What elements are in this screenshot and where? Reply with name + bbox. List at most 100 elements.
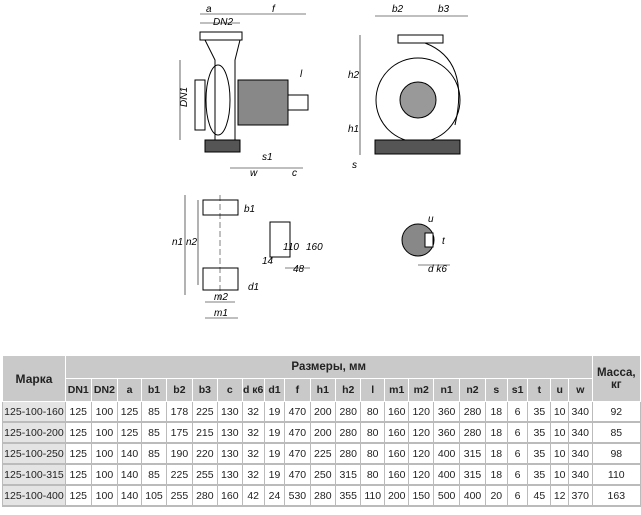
value-cell: 220 [191,442,219,465]
value-cell: 125 [64,484,92,507]
value-cell: 470 [284,421,311,444]
mass-cell: 163 [591,484,641,507]
value-cell: 255 [166,484,193,507]
label-48: 48 [293,264,305,275]
value-cell: 125 [64,421,92,444]
value-cell: 200 [383,484,410,507]
column-header: b1 [140,378,168,402]
value-cell: 80 [360,421,385,444]
value-cell: 35 [527,401,552,423]
shaft-section: u t d k6 [401,214,450,275]
value-cell: 10 [550,463,569,486]
label-dn2: DN2 [213,17,233,28]
value-cell: 10 [550,421,569,444]
value-cell: 24 [263,484,286,507]
label-d1: d1 [248,282,259,293]
value-cell: 10 [550,442,569,465]
column-header: d1 [263,378,286,402]
label-u: u [428,214,434,225]
label-a: a [206,4,212,15]
value-cell: 110 [360,484,385,507]
label-b2: b2 [392,4,404,15]
value-cell: 360 [432,401,461,423]
label-dk6: d k6 [428,264,447,275]
mass-cell: 85 [591,421,641,444]
value-cell: 160 [383,401,410,423]
value-cell: 19 [263,401,286,423]
label-c: c [292,168,297,179]
mass-cell: 110 [591,463,641,486]
value-cell: 140 [117,442,142,465]
column-header: DN1 [64,378,92,402]
value-cell: 500 [432,484,461,507]
value-cell: 32 [241,401,265,423]
value-cell: 6 [506,421,529,444]
label-b1: b1 [244,204,255,215]
label-n2: n2 [186,237,198,248]
label-m2: m2 [214,292,228,303]
column-header: a [117,378,142,402]
mark-cell: 125-100-315 [2,463,66,486]
column-header: DN2 [90,378,119,402]
value-cell: 45 [527,484,552,507]
mark-header: Марка [2,355,66,402]
value-cell: 280 [459,421,486,444]
column-header: n1 [432,378,461,402]
mass-cell: 98 [591,442,641,465]
value-cell: 125 [64,463,92,486]
column-header: l [360,378,385,402]
value-cell: 32 [241,442,265,465]
foot-view: b1 n1 n2 110 160 14 48 d1 m2 m1 [172,195,323,319]
value-cell: 130 [217,421,243,444]
value-cell: 130 [217,463,243,486]
column-header: b3 [191,378,219,402]
value-cell: 80 [360,442,385,465]
label-s1: s1 [262,152,273,163]
mark-cell: 125-100-200 [2,421,66,444]
value-cell: 200 [309,401,337,423]
value-cell: 160 [217,484,243,507]
value-cell: 340 [567,421,593,444]
value-cell: 280 [335,442,362,465]
value-cell: 280 [191,484,219,507]
value-cell: 19 [263,442,286,465]
label-14: 14 [262,256,274,267]
value-cell: 190 [166,442,193,465]
value-cell: 18 [484,401,508,423]
value-cell: 530 [284,484,311,507]
value-cell: 120 [408,421,434,444]
value-cell: 280 [335,421,362,444]
value-cell: 400 [432,442,461,465]
mark-cell: 125-100-400 [2,484,66,507]
value-cell: 18 [484,442,508,465]
value-cell: 315 [335,463,362,486]
value-cell: 130 [217,442,243,465]
value-cell: 340 [567,463,593,486]
value-cell: 400 [432,463,461,486]
value-cell: 340 [567,401,593,423]
value-cell: 150 [408,484,434,507]
value-cell: 100 [90,484,119,507]
value-cell: 370 [567,484,593,507]
value-cell: 100 [90,442,119,465]
value-cell: 215 [191,421,219,444]
mass-cell: 92 [591,401,641,423]
value-cell: 120 [408,442,434,465]
value-cell: 20 [484,484,508,507]
value-cell: 470 [284,463,311,486]
column-header: s1 [506,378,529,402]
value-cell: 225 [309,442,337,465]
value-cell: 35 [527,442,552,465]
value-cell: 6 [506,463,529,486]
value-cell: 100 [90,421,119,444]
front-view: b2 b3 h2 h1 s [348,4,468,171]
value-cell: 80 [360,401,385,423]
column-header: w [567,378,593,402]
value-cell: 200 [309,421,337,444]
value-cell: 470 [284,401,311,423]
